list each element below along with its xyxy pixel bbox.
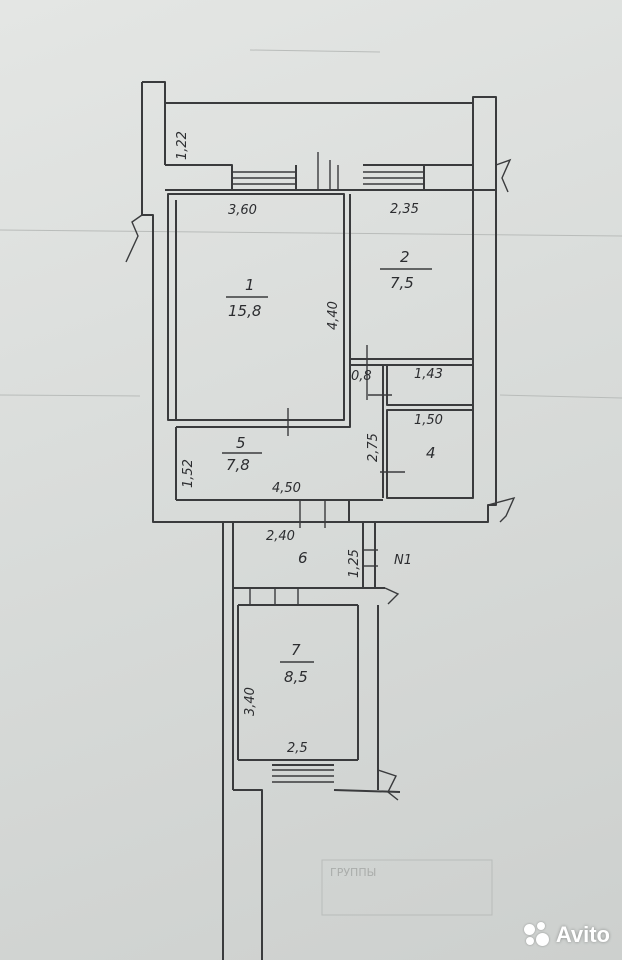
- break-mark-right-bottom: [487, 496, 516, 523]
- outer-wall: [141, 81, 497, 523]
- room-7-number: 7: [291, 641, 301, 659]
- room-1-number: 1: [245, 276, 255, 294]
- break-mark-right-top: [495, 158, 512, 193]
- dim-1-43: 1,43: [414, 367, 443, 382]
- break-mark-room6: [384, 587, 400, 605]
- lower-bottom-left-wall: [233, 789, 263, 960]
- dim-4-50: 4,50: [272, 481, 301, 496]
- stamp-text: ГРУППЫ: [330, 866, 376, 879]
- ghost-line: [499, 394, 622, 399]
- stamp-box: [321, 859, 493, 916]
- dim-1-52: 1,52: [181, 459, 196, 488]
- break-mark-bottom: [377, 769, 399, 801]
- balcony-door: [317, 152, 339, 190]
- window-left: [232, 171, 296, 185]
- n1-label: N1: [394, 553, 412, 568]
- room-3-outline: [386, 364, 474, 406]
- room-5-area: 7,8: [226, 456, 250, 474]
- dim-1-25: 1,25: [347, 549, 362, 578]
- room-2-area: 7,5: [390, 274, 414, 292]
- window-right: [363, 171, 424, 185]
- dim-2-75: 2,75: [366, 433, 381, 462]
- ghost-line: [0, 394, 141, 397]
- room-2-number: 2: [400, 248, 410, 266]
- lower-bottom-right-wall: [333, 789, 401, 793]
- room-5-top-wall: [176, 420, 351, 428]
- dim-4-40: 4,40: [326, 301, 341, 330]
- room-1-area: 15,8: [228, 302, 261, 320]
- entrance-door: [299, 500, 350, 528]
- window-bottom: [272, 769, 334, 783]
- dim-2-5: 2,5: [287, 741, 308, 756]
- room-7-area: 8,5: [284, 668, 308, 686]
- break-mark-left: [125, 214, 143, 263]
- dim-2-35: 2,35: [390, 202, 419, 217]
- avito-logo-icon: [523, 922, 550, 948]
- dim-2-40: 2,40: [266, 529, 295, 544]
- room-6-number: 6: [298, 549, 308, 567]
- dim-1-22: 1,22: [175, 131, 190, 160]
- balcony-wall: [165, 164, 233, 191]
- dim-0-8: 0,8: [351, 369, 372, 384]
- room-4-number: 4: [426, 444, 436, 462]
- dim-3-40: 3,40: [243, 687, 258, 716]
- avito-watermark: Avito: [523, 922, 610, 948]
- dim-3-60: 3,60: [228, 203, 257, 218]
- ghost-line: [249, 49, 381, 53]
- room-5-number: 5: [236, 434, 246, 452]
- ghost-line: [0, 229, 622, 237]
- avito-brand-text: Avito: [555, 922, 610, 947]
- dim-1-50: 1,50: [414, 413, 443, 428]
